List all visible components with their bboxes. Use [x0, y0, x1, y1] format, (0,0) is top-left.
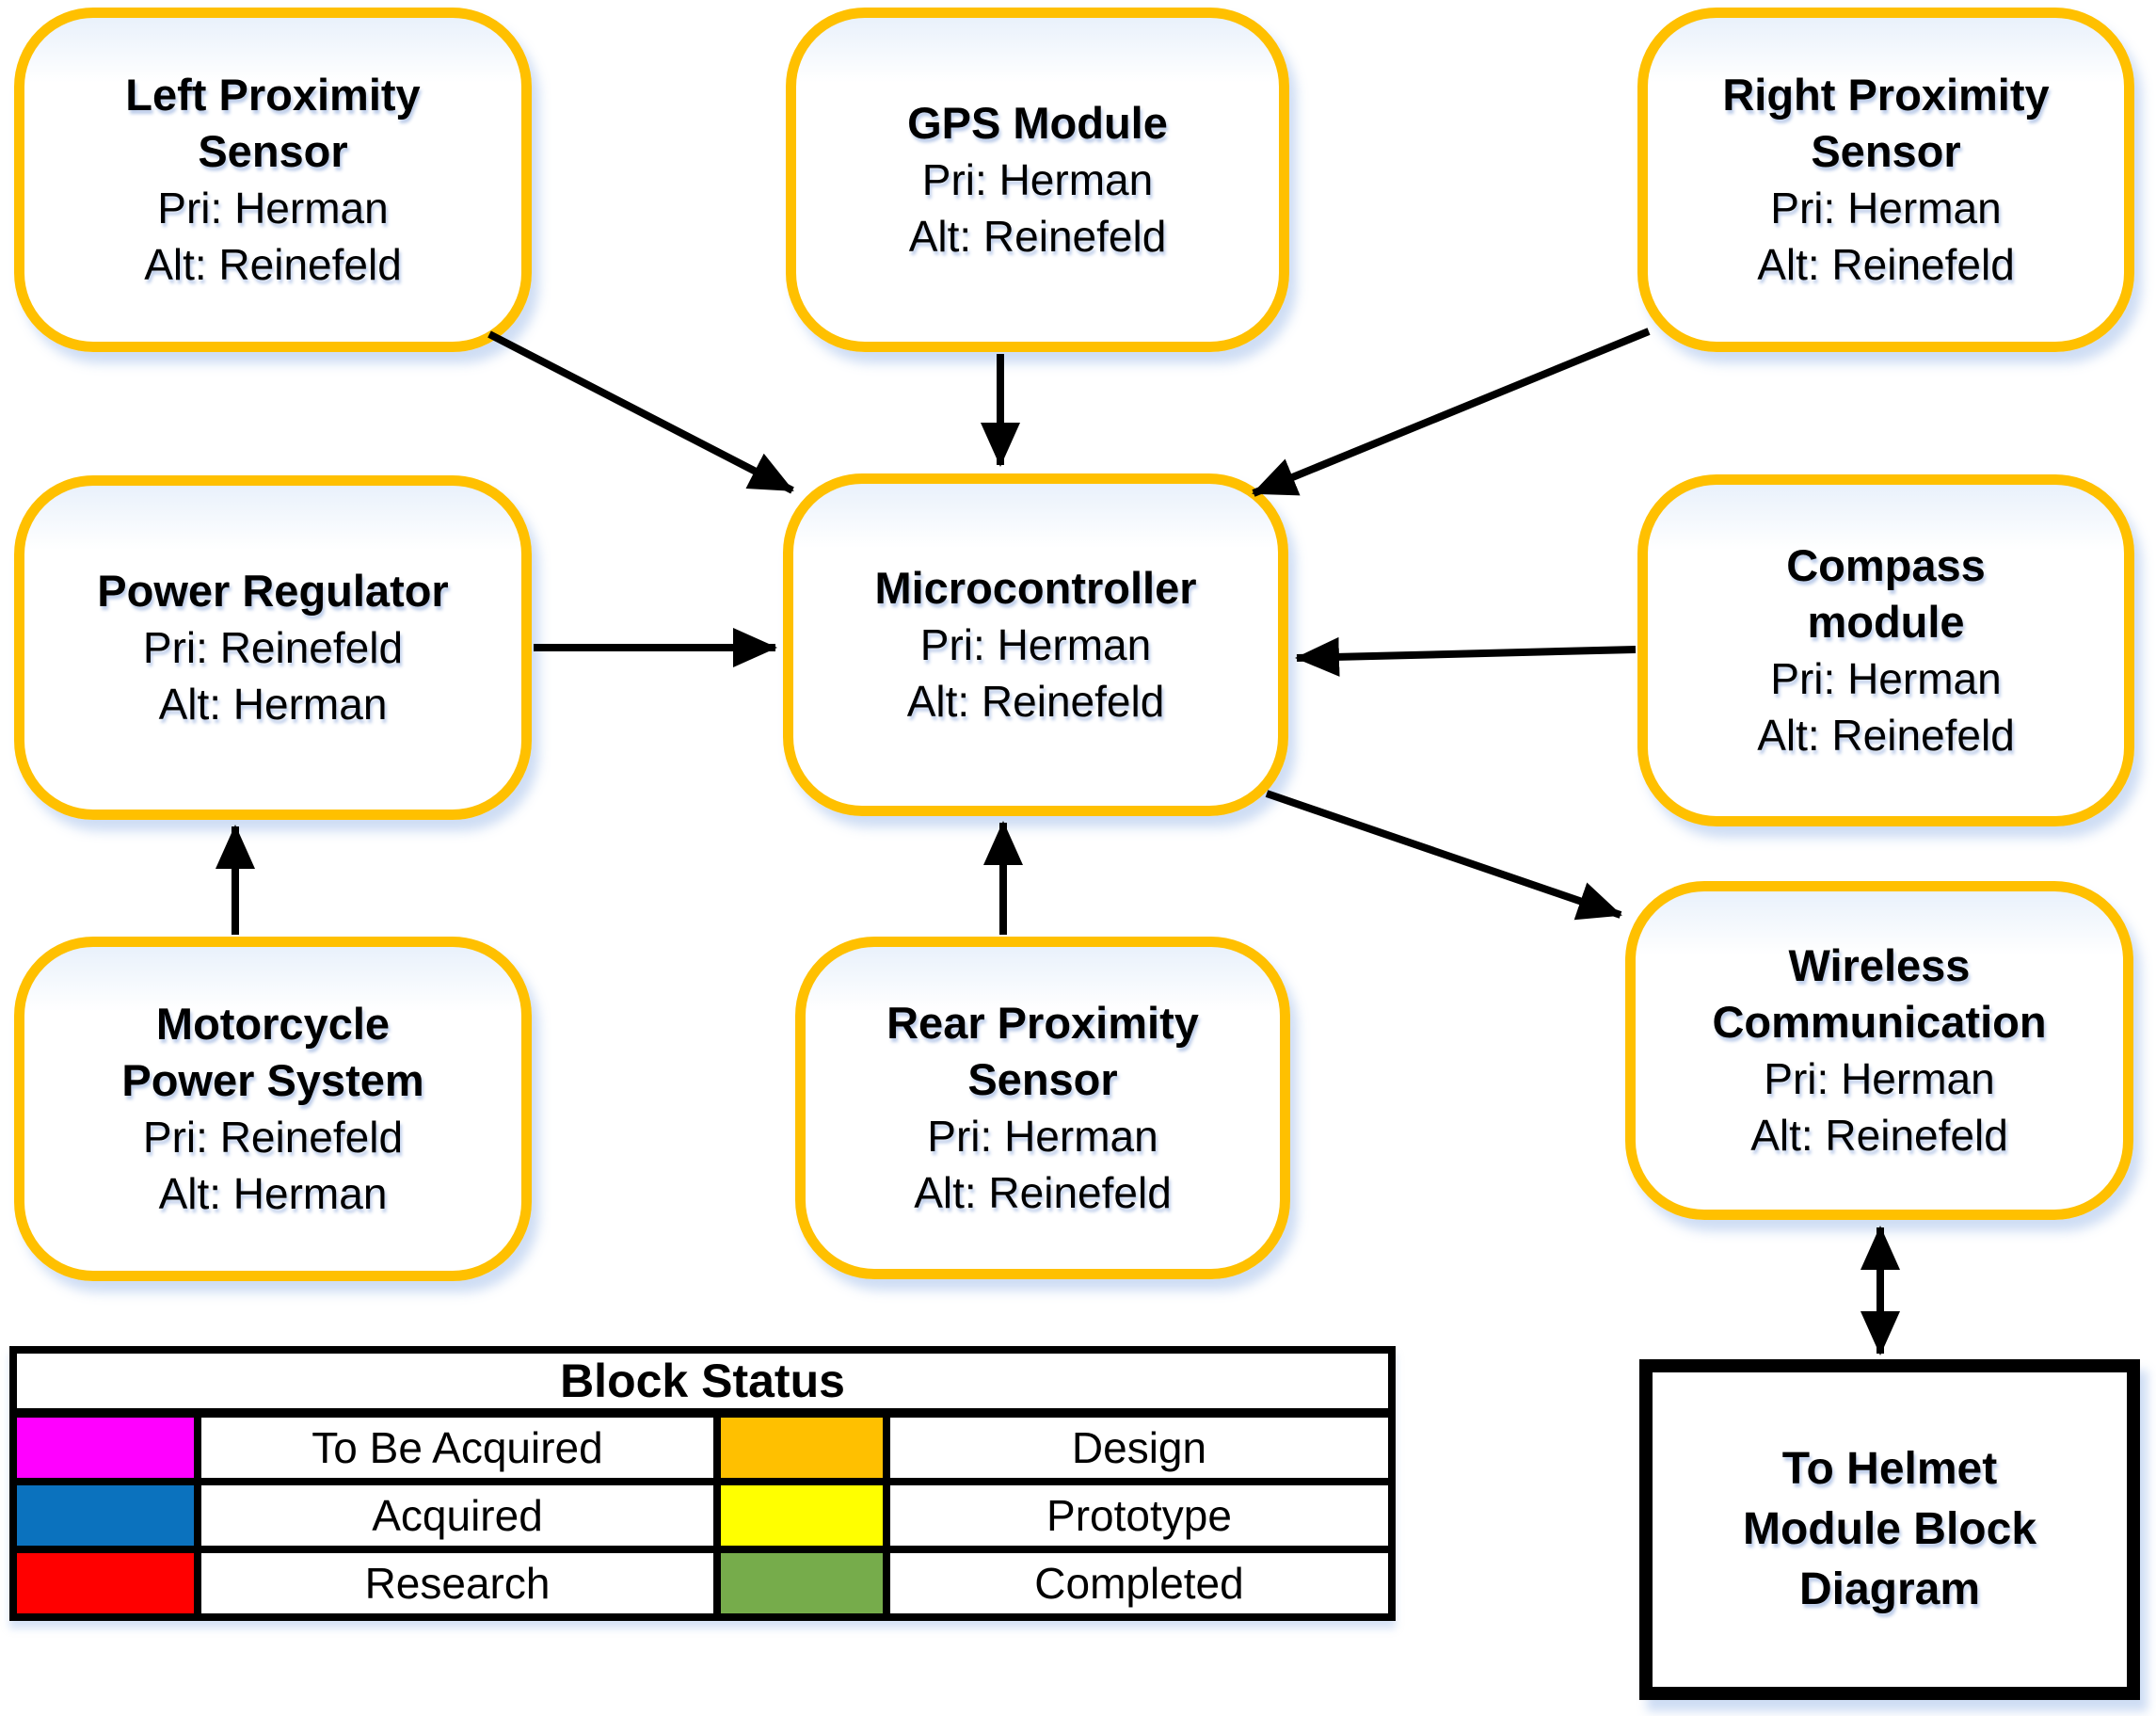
- block-title: Sensor: [967, 1054, 1118, 1104]
- arrow-rightprox-to-micro: [1252, 328, 1651, 497]
- alternate-owner: Alt: Reinefeld: [1750, 1111, 2008, 1160]
- legend-row: To Be Acquired Design: [9, 1409, 1396, 1485]
- alternate-owner: Alt: Herman: [158, 680, 388, 729]
- arrow-compass-to-micro: [1295, 636, 1637, 677]
- block-title: Sensor: [1811, 126, 1961, 176]
- legend-swatch-design: [713, 1409, 890, 1485]
- block-power-regulator: Power Regulator Pri: Reinefeld Alt: Herm…: [14, 475, 532, 820]
- block-title: Communication: [1712, 997, 2047, 1047]
- arrow-micro-to-wireless: [1265, 790, 1622, 921]
- primary-owner: Pri: Herman: [927, 1112, 1158, 1161]
- legend-swatch-research: [9, 1546, 201, 1621]
- block-rear-proximity-sensor: Rear Proximity Sensor Pri: Herman Alt: R…: [795, 937, 1290, 1279]
- block-compass-module: Compass module Pri: Herman Alt: Reinefel…: [1637, 474, 2134, 826]
- block-wireless-communication: Wireless Communication Pri: Herman Alt: …: [1625, 881, 2133, 1220]
- alternate-owner: Alt: Reinefeld: [1757, 240, 2015, 289]
- helmet-box-line: Diagram: [1798, 1564, 1981, 1614]
- legend-label-acquired: Acquired: [194, 1478, 721, 1553]
- block-right-proximity-sensor: Right Proximity Sensor Pri: Herman Alt: …: [1637, 8, 2134, 352]
- legend-row: Acquired Prototype: [9, 1478, 1396, 1553]
- legend-row: Research Completed: [9, 1546, 1396, 1621]
- alternate-owner: Alt: Herman: [158, 1169, 388, 1218]
- block-title: Left Proximity: [125, 70, 421, 120]
- primary-owner: Pri: Reinefeld: [142, 623, 404, 672]
- block-title: Wireless: [1788, 940, 1971, 990]
- block-motorcycle-power-system: Motorcycle Power System Pri: Reinefeld A…: [14, 937, 532, 1281]
- block-title: Right Proximity: [1722, 70, 2050, 120]
- alternate-owner: Alt: Reinefeld: [144, 240, 402, 289]
- alternate-owner: Alt: Reinefeld: [914, 1168, 1172, 1217]
- block-microcontroller: Microcontroller Pri: Herman Alt: Reinefe…: [783, 473, 1288, 816]
- legend-title: Block Status: [9, 1346, 1396, 1418]
- block-status-legend: Block Status To Be Acquired Design Acqui…: [9, 1346, 1396, 1621]
- arrow-leftprox-to-micro: [487, 330, 794, 494]
- primary-owner: Pri: Herman: [157, 184, 389, 233]
- primary-owner: Pri: Herman: [919, 620, 1152, 669]
- legend-swatch-to-be-acquired: [9, 1409, 201, 1485]
- legend-label-to-be-acquired: To Be Acquired: [194, 1409, 721, 1485]
- primary-owner: Pri: Herman: [1764, 1054, 1995, 1103]
- block-title: Rear Proximity: [886, 998, 1199, 1048]
- alternate-owner: Alt: Reinefeld: [906, 677, 1165, 726]
- legend-swatch-completed: [713, 1546, 890, 1621]
- legend-label-prototype: Prototype: [883, 1478, 1396, 1553]
- primary-owner: Pri: Herman: [921, 155, 1154, 204]
- block-title: Power System: [121, 1055, 424, 1105]
- block-title: Motorcycle: [155, 999, 391, 1049]
- helmet-box-line: To Helmet: [1781, 1444, 1998, 1494]
- primary-owner: Pri: Herman: [1770, 184, 2002, 233]
- alternate-owner: Alt: Reinefeld: [1757, 711, 2015, 760]
- block-title: Sensor: [198, 126, 348, 176]
- block-title: Compass: [1786, 540, 1986, 590]
- legend-label-research: Research: [194, 1546, 721, 1621]
- primary-owner: Pri: Herman: [1770, 654, 2002, 703]
- legend-label-design: Design: [883, 1409, 1396, 1485]
- block-title: module: [1807, 597, 1965, 647]
- block-left-proximity-sensor: Left Proximity Sensor Pri: Herman Alt: R…: [14, 8, 532, 352]
- block-gps-module: GPS Module Pri: Herman Alt: Reinefeld: [786, 8, 1289, 352]
- legend-label-completed: Completed: [883, 1546, 1396, 1621]
- primary-owner: Pri: Reinefeld: [142, 1113, 404, 1162]
- legend-swatch-acquired: [9, 1478, 201, 1553]
- alternate-owner: Alt: Reinefeld: [908, 212, 1167, 261]
- legend-swatch-prototype: [713, 1478, 890, 1553]
- block-title: Power Regulator: [97, 566, 449, 616]
- to-helmet-module-block-diagram-box: To Helmet Module Block Diagram: [1639, 1359, 2140, 1700]
- helmet-box-line: Module Block: [1742, 1504, 2037, 1554]
- block-title: GPS Module: [907, 98, 1168, 148]
- block-title: Microcontroller: [874, 563, 1197, 613]
